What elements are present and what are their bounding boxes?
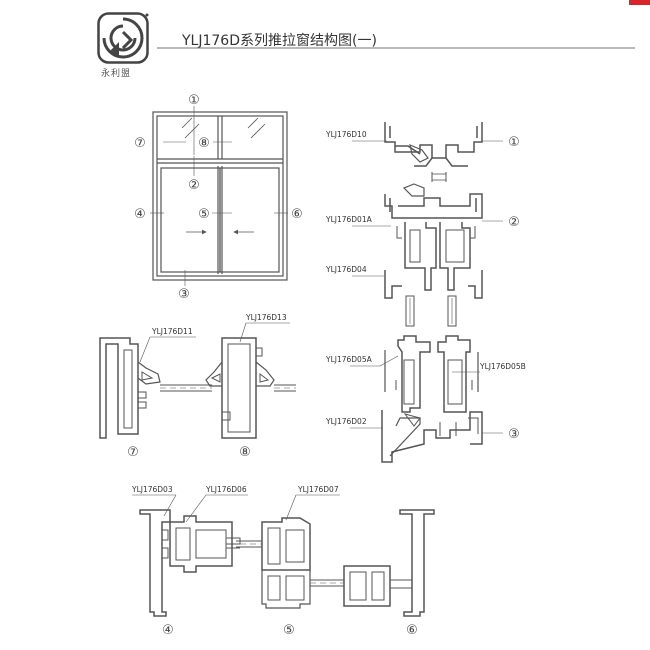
callout-4: ④ — [134, 207, 146, 222]
callout-7: ⑦ — [134, 136, 146, 151]
callout-section-8: ⑧ — [239, 445, 251, 460]
callout-3: ③ — [178, 287, 190, 302]
label-ylj176d06: YLJ176D06 — [205, 485, 247, 494]
callout-section-4: ④ — [162, 623, 174, 638]
sections-7-8-leaders — [139, 322, 290, 363]
window-elevation — [150, 106, 288, 286]
label-ylj176d05b: YLJ176D05B — [479, 362, 526, 371]
elevation-callouts: ① ⑦ ⑧ ② ④ ⑤ ⑥ ③ — [134, 93, 303, 302]
callout-1: ① — [188, 93, 200, 108]
horizontal-section-callouts: ④ ⑤ ⑥ — [162, 623, 418, 638]
brand-logo-icon — [97, 12, 149, 64]
vertical-section-leaders — [350, 140, 503, 434]
label-ylj176d07: YLJ176D07 — [297, 485, 339, 494]
page-title: YLJ176D系列推拉窗结构图(一) — [182, 33, 377, 49]
horizontal-section-leaders — [132, 494, 340, 523]
vertical-section-callouts: ① ② ③ — [508, 135, 520, 442]
sections-7-8-callouts: ⑦ ⑧ — [127, 445, 251, 460]
callout-section-7: ⑦ — [127, 445, 139, 460]
callout-8: ⑧ — [198, 136, 210, 151]
section-8 — [205, 337, 296, 439]
label-ylj176d10: YLJ176D10 — [325, 130, 367, 139]
callout-5: ⑤ — [198, 207, 210, 222]
callout-section-5: ⑤ — [283, 623, 295, 638]
section-7 — [99, 337, 212, 439]
corner-accent-mark — [629, 0, 650, 5]
label-ylj176d03: YLJ176D03 — [131, 485, 173, 494]
label-ylj176d04: YLJ176D04 — [325, 265, 367, 274]
label-ylj176d02: YLJ176D02 — [325, 417, 367, 426]
horizontal-section-labels: YLJ176D03 YLJ176D06 YLJ176D07 — [131, 485, 339, 494]
horizontal-section — [139, 509, 435, 617]
callout-section-3: ③ — [508, 427, 520, 442]
callout-2: ② — [188, 178, 200, 193]
callout-section-1: ① — [508, 135, 520, 150]
label-ylj176d05a: YLJ176D05A — [325, 355, 373, 364]
callout-section-6: ⑥ — [406, 623, 418, 638]
brand-name: 永利盟 — [101, 69, 132, 79]
label-ylj176d01a: YLJ176D01A — [325, 215, 373, 224]
label-ylj176d11: YLJ176D11 — [151, 327, 193, 336]
label-ylj176d13: YLJ176D13 — [245, 313, 287, 322]
vertical-section-labels: YLJ176D10 YLJ176D01A YLJ176D04 YLJ176D05… — [325, 130, 526, 426]
callout-6: ⑥ — [291, 207, 303, 222]
sections-7-8-labels: YLJ176D11 YLJ176D13 — [151, 313, 287, 336]
vertical-section — [381, 122, 483, 463]
callout-section-2: ② — [508, 215, 520, 230]
